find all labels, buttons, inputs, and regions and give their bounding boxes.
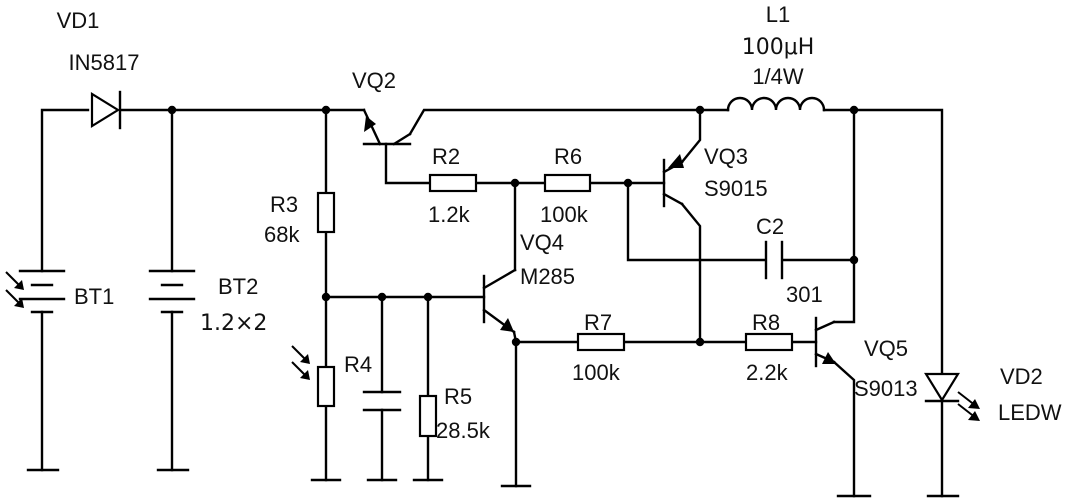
label-vd1-name: VD1: [57, 8, 100, 33]
labels: VD1 IN5817 L1 100μH 1/4W VQ2 R2 1.2k R6 …: [57, 2, 1062, 443]
label-r2-value: 1.2k: [428, 202, 471, 227]
resistor-r8: [744, 332, 794, 352]
label-bt2-name: BT2: [218, 274, 258, 299]
label-bt1-name: BT1: [74, 284, 114, 309]
ground-symbols: [26, 468, 960, 498]
label-c2-name: C2: [756, 214, 784, 239]
light-arrows-r4-icon: [291, 345, 310, 380]
label-bt2-value: 1.2×2: [200, 311, 267, 336]
diode-vd1: [90, 90, 122, 130]
label-l1-name: L1: [766, 2, 790, 27]
label-vq4-value: M285: [520, 264, 575, 289]
label-r7-value: 100k: [572, 360, 621, 385]
label-vq4-name: VQ4: [520, 230, 564, 255]
wires: [40, 108, 944, 498]
label-vd2-value: LEDW: [998, 400, 1062, 425]
label-r6-name: R6: [554, 144, 582, 169]
resistor-r7: [576, 332, 626, 352]
label-r4-name: R4: [344, 352, 372, 377]
label-r8-value: 2.2k: [746, 360, 789, 385]
label-r5-value: 28.5k: [436, 418, 491, 443]
led-vd2: [924, 372, 960, 403]
light-arrows-vd2-icon: [957, 391, 980, 421]
inductor-l1: [726, 96, 826, 112]
resistor-r4: [316, 365, 336, 408]
label-vq5-name: VQ5: [864, 336, 908, 361]
label-vq2-name: VQ2: [352, 68, 396, 93]
label-r8-name: R8: [752, 310, 780, 335]
transistor-vq2: [362, 108, 412, 146]
label-vd2-name: VD2: [1000, 364, 1043, 389]
label-c2-value: 301: [786, 282, 823, 307]
junction-dots: [167, 105, 859, 347]
light-arrows-bt1-icon: [5, 271, 24, 308]
resistor-r2: [428, 173, 478, 193]
battery-bt1: [18, 269, 66, 314]
resistor-r6: [543, 173, 592, 193]
transistor-vq5: [814, 316, 836, 368]
label-l1-rating: 1/4W: [752, 64, 804, 89]
capacitor-c2: [764, 240, 784, 280]
label-r5-name: R5: [444, 384, 472, 409]
label-r3-value: 68k: [264, 222, 300, 247]
resistor-r3: [316, 191, 336, 234]
capacitor-r4-parallel: [362, 390, 402, 412]
resistor-r5: [418, 394, 438, 438]
battery-bt2: [148, 269, 196, 314]
transistor-vq3: [662, 154, 684, 208]
transistor-vq4: [482, 268, 517, 334]
label-r2-name: R2: [432, 144, 460, 169]
label-r6-value: 100k: [540, 202, 589, 227]
label-r3-name: R3: [270, 192, 298, 217]
resistors: [316, 173, 794, 438]
label-vq3-name: VQ3: [704, 144, 748, 169]
label-vd1-value: IN5817: [69, 50, 140, 75]
label-vq5-value: S9013: [854, 376, 918, 401]
label-l1-value: 100μH: [742, 35, 815, 60]
label-vq3-value: S9015: [704, 176, 768, 201]
label-r7-name: R7: [584, 310, 612, 335]
